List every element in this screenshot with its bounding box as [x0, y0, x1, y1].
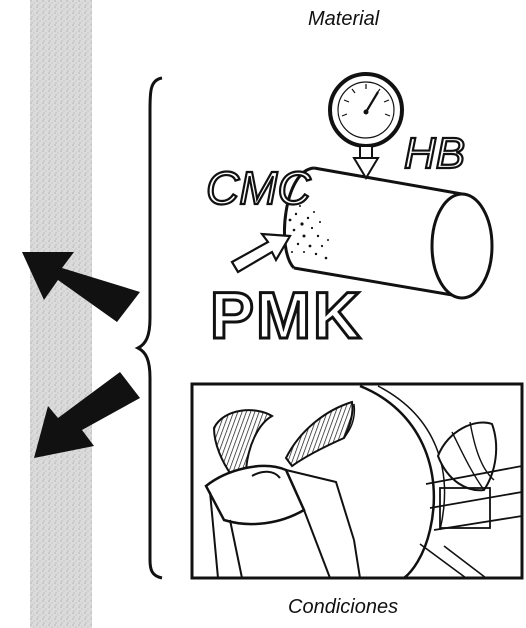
caption-material: Material	[308, 8, 379, 31]
cylinder-end-face	[432, 194, 492, 298]
label-hb: HB	[404, 129, 465, 178]
caption-conditions: Condiciones	[288, 596, 398, 619]
conditions-illustration	[192, 384, 522, 578]
curly-brace	[138, 78, 162, 578]
material-illustration: CMC HB PMK	[206, 74, 492, 352]
hardness-gauge-icon	[330, 74, 402, 178]
label-cmc: CMC	[206, 162, 312, 214]
cutting-arrow-icon	[232, 234, 290, 272]
label-pmk: PMK	[210, 278, 363, 352]
scan-texture-band	[30, 0, 92, 628]
